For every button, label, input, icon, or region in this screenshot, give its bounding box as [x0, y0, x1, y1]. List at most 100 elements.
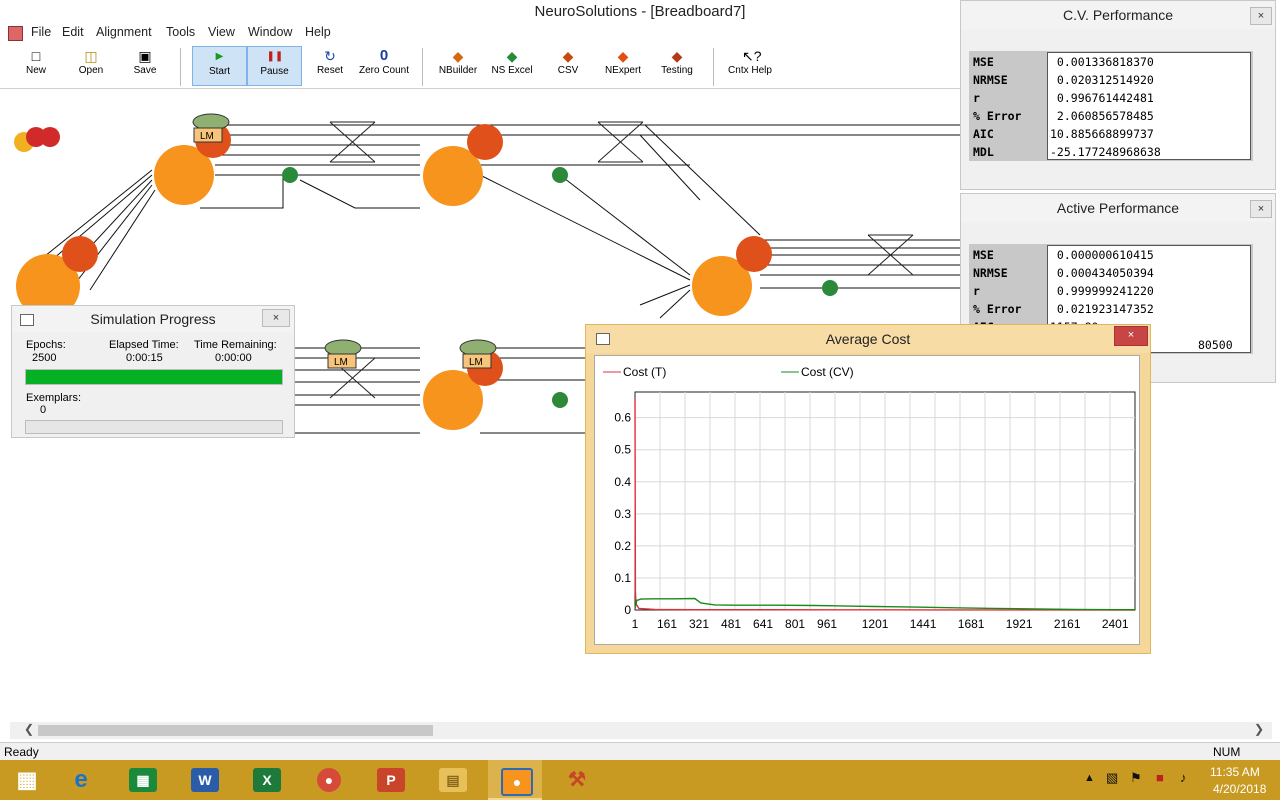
lm-components: LM LM LM — [192, 113, 497, 369]
menu-alignment[interactable]: Alignment — [96, 25, 152, 39]
new-button[interactable]: □New — [25, 48, 46, 76]
nexpert-icon: ◆ — [617, 48, 629, 64]
menu-tools[interactable]: Tools — [166, 25, 196, 39]
metric-label: % Error — [973, 109, 1022, 123]
horizontal-scrollbar[interactable]: ❮ ❯ — [10, 722, 1272, 739]
nbuilder-button[interactable]: ◆NBuilder — [438, 48, 478, 76]
metric-value: 0.996761442481 — [1050, 91, 1154, 105]
metric-label: MDL — [973, 145, 994, 159]
context-help-button[interactable]: ↖?Cntx Help — [728, 48, 772, 76]
cv-performance-title: C.V. Performance — [961, 1, 1275, 29]
scroll-right-icon[interactable]: ❯ — [1254, 722, 1265, 736]
window-icon — [20, 314, 34, 326]
menu-help[interactable]: Help — [305, 25, 331, 39]
close-icon[interactable]: × — [262, 309, 290, 327]
taskbar: ▦ e ▦ W X ● P ▤ ● ⚒ ▲ ▧ ⚑ ■ ♪ 11:35 AM 4… — [0, 760, 1280, 800]
metric-label: MSE — [973, 248, 994, 262]
exemplars-value: 0 — [40, 404, 47, 416]
cv-performance-panel: C.V. Performance × MSE NRMSE r % Error A… — [960, 0, 1276, 190]
status-text: Ready — [4, 745, 39, 759]
taskbar-store[interactable]: ▦ — [116, 760, 170, 800]
x-tick-label: 1201 — [862, 617, 889, 631]
menu-view[interactable]: View — [208, 25, 235, 39]
nexpert-button[interactable]: ◆NExpert — [604, 48, 642, 76]
taskbar-powerpoint[interactable]: P — [364, 760, 418, 800]
clock-time[interactable]: 11:35 AM — [1210, 765, 1260, 779]
internet-explorer-icon: e — [74, 766, 88, 793]
scroll-left-icon[interactable]: ❮ — [24, 722, 35, 736]
tray-device-icon[interactable]: ▧ — [1106, 770, 1119, 785]
metric-value: 0.999999241220 — [1050, 284, 1154, 298]
remaining-label: Time Remaining: — [194, 339, 277, 351]
start-button[interactable]: ▶Start — [192, 46, 247, 86]
nbuilder-icon: ◆ — [452, 48, 464, 64]
x-tick-label: 1441 — [910, 617, 937, 631]
epochs-value: 2500 — [32, 352, 57, 364]
nbuilder-icon: ⚒ — [568, 769, 586, 791]
open-button[interactable]: ◫Open — [78, 48, 104, 76]
close-icon[interactable]: × — [1250, 200, 1272, 218]
status-bar: Ready NUM — [0, 742, 1280, 761]
folder-icon: ▤ — [439, 768, 467, 792]
app-menu-icon[interactable] — [8, 26, 23, 41]
elapsed-value: 0:00:15 — [126, 352, 163, 364]
taskbar-excel[interactable]: X — [240, 760, 294, 800]
x-tick-label: 1 — [632, 617, 639, 631]
clock-date[interactable]: 4/20/2018 — [1213, 782, 1267, 796]
taskbar-neurosolutions[interactable]: ● — [488, 760, 542, 800]
chrome-icon: ● — [317, 768, 341, 792]
menu-edit[interactable]: Edit — [62, 25, 84, 39]
close-icon[interactable]: × — [1114, 326, 1148, 346]
y-tick-label: 0.3 — [614, 507, 631, 521]
y-tick-label: 0.6 — [614, 411, 631, 425]
lm-label: LM — [200, 131, 214, 142]
close-icon[interactable]: × — [1250, 7, 1272, 25]
toolbar-separator — [180, 48, 181, 86]
taskbar-file-explorer[interactable]: ▤ — [426, 760, 480, 800]
show-hidden-icons-icon[interactable]: ▲ — [1084, 772, 1095, 784]
start-menu-button[interactable]: ▦ — [0, 760, 54, 800]
metric-value: 0.021923147352 — [1050, 302, 1154, 316]
lm-label: LM — [469, 357, 483, 368]
toolbar-separator — [422, 48, 423, 86]
tray-action-center-icon[interactable]: ⚑ — [1130, 770, 1142, 785]
menu-window[interactable]: Window — [248, 25, 293, 39]
metric-value: 0.020312514920 — [1050, 73, 1154, 87]
testing-button[interactable]: ◆Testing — [661, 48, 693, 76]
taskbar-ie[interactable]: e — [54, 760, 108, 800]
elapsed-label: Elapsed Time: — [109, 339, 179, 351]
csv-button[interactable]: ◆CSV — [557, 48, 579, 76]
metric-label: MSE — [973, 55, 994, 69]
network-status-icon[interactable]: ■ — [1156, 770, 1164, 785]
volume-icon[interactable]: ♪ — [1180, 770, 1187, 785]
x-tick-label: 2401 — [1102, 617, 1129, 631]
help-cursor-icon: ↖? — [742, 48, 762, 64]
powerpoint-icon: P — [377, 768, 405, 792]
word-icon: W — [191, 768, 219, 792]
x-tick-label: 2161 — [1054, 617, 1081, 631]
taskbar-nbuilder[interactable]: ⚒ — [550, 760, 604, 800]
chart-grid — [634, 391, 1136, 611]
store-icon: ▦ — [129, 768, 157, 792]
metric-label: r — [973, 284, 980, 298]
menu-file[interactable]: File — [31, 25, 52, 39]
save-button[interactable]: ▣Save — [133, 48, 157, 76]
reset-button[interactable]: ↻Reset — [316, 48, 344, 76]
taskbar-chrome[interactable]: ● — [302, 760, 356, 800]
metric-values: 0.001336818370 0.020312514920 0.99676144… — [1047, 52, 1251, 160]
scrollbar-thumb[interactable] — [38, 725, 433, 736]
toolbar: □New ◫Open ▣Save ▶Start ❚❚Pause ↻Reset 0… — [0, 42, 960, 89]
taskbar-word[interactable]: W — [178, 760, 232, 800]
chart-series — [634, 398, 1136, 611]
metric-value: 80500 — [1198, 338, 1233, 352]
metric-label: AIC — [973, 127, 994, 141]
cv-performance-table: MSE NRMSE r % Error AIC MDL 0.0013368183… — [969, 51, 1253, 161]
menu-bar: File Edit Alignment Tools View Window He… — [0, 24, 960, 42]
pause-button[interactable]: ❚❚Pause — [247, 46, 302, 86]
average-cost-title: Average Cost — [586, 325, 1150, 353]
metric-label: NRMSE — [973, 73, 1008, 87]
ns-excel-button[interactable]: ◆NS Excel — [491, 48, 533, 76]
